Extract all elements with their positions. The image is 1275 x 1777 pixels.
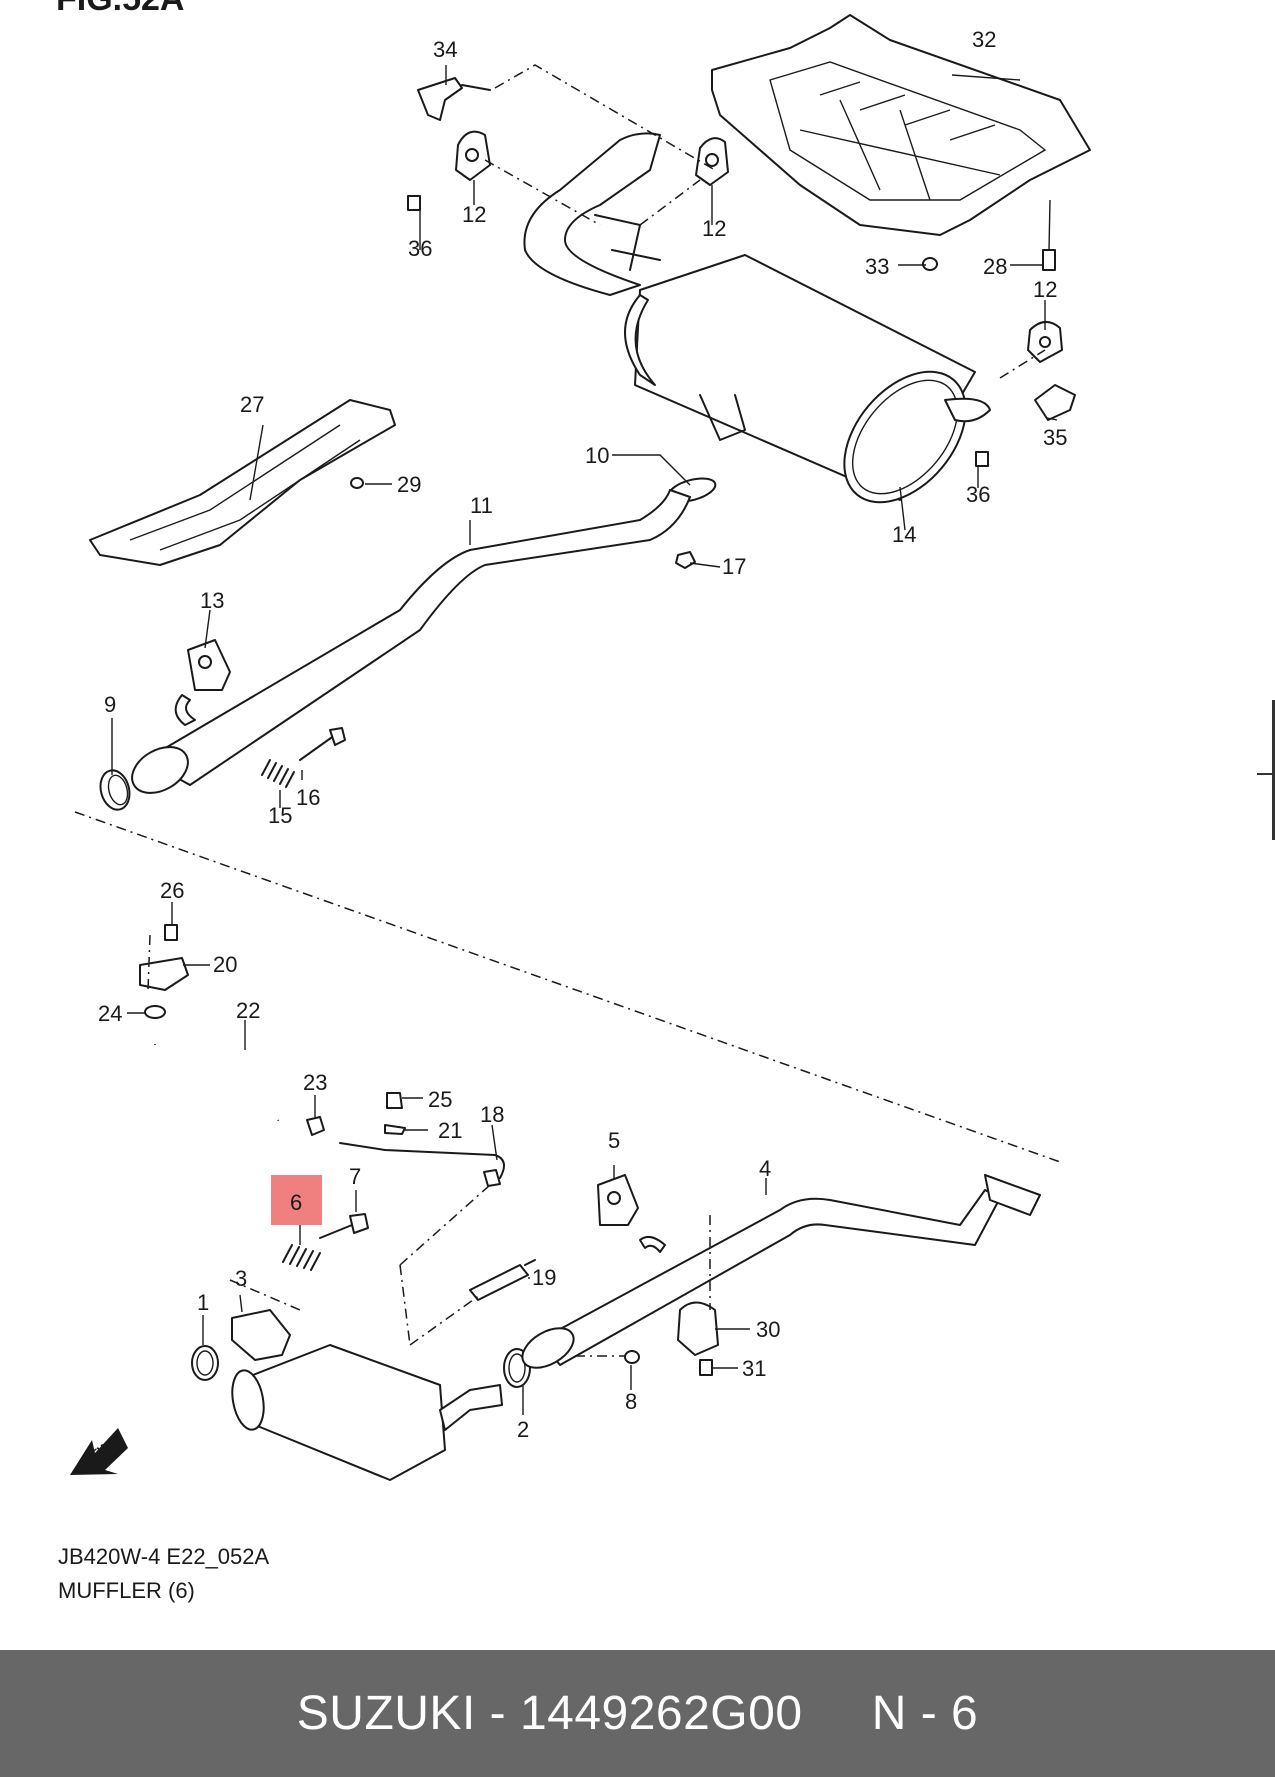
callout-29: 29: [397, 472, 421, 497]
leader-lines: [111, 65, 1058, 1415]
callout-4: 4: [759, 1156, 771, 1181]
callout-36-upper: 36: [408, 236, 432, 261]
callout-10: 10: [585, 443, 609, 468]
callout-3: 3: [235, 1266, 247, 1291]
rubber-hanger-left: [455, 130, 491, 181]
highlight-box: [271, 1175, 322, 1225]
callout-22: 22: [236, 998, 260, 1023]
bolt-31: [699, 1359, 713, 1376]
callout-5: 5: [608, 1128, 620, 1153]
callout-labels: 32 34 12 12 36 33 28 12 35 36 14 27 29 1…: [98, 27, 1067, 1442]
callout-14: 14: [892, 522, 916, 547]
heat-shield-rear: [711, 14, 1091, 236]
callout-1: 1: [197, 1290, 209, 1315]
clamp-24: [144, 1005, 166, 1019]
hanger-bracket-5: [597, 1174, 639, 1226]
hanger-30: [677, 1301, 719, 1356]
callout-28: 28: [983, 254, 1007, 279]
callout-18: 18: [480, 1102, 504, 1127]
gasket-1: [191, 1345, 219, 1381]
bolt-16: [299, 727, 346, 761]
nut-33: [922, 257, 938, 271]
edge-marker: [1272, 700, 1275, 840]
spring-6: [282, 1244, 321, 1271]
spring-15: [261, 759, 295, 788]
callout-23: 23: [303, 1070, 327, 1095]
dashed-connections: [147, 64, 1046, 1357]
bolt-28: [1042, 249, 1056, 271]
callout-15: 15: [268, 803, 292, 828]
callout-36-rear: 36: [966, 482, 990, 507]
callout-16: 16: [296, 785, 320, 810]
nut-17: [675, 551, 696, 569]
callout-12-left: 12: [462, 202, 486, 227]
callout-12-right: 12: [702, 216, 726, 241]
callout-21: 21: [438, 1118, 462, 1143]
footer-bar: SUZUKI - 1449262G00 N - 6: [0, 1650, 1275, 1777]
callout-12-rear: 12: [1033, 277, 1057, 302]
callout-26: 26: [160, 878, 184, 903]
sensor-25: [386, 1092, 403, 1109]
clip-23: [306, 1116, 325, 1136]
callout-32: 32: [972, 27, 996, 52]
callout-6: 6: [290, 1190, 302, 1215]
rubber-hanger-rear: [1027, 321, 1063, 363]
callout-24: 24: [98, 1001, 122, 1026]
bolt-36-rear: [975, 451, 989, 467]
nut-8: [624, 1350, 640, 1364]
bolt-36-upper: [407, 195, 421, 211]
catalytic-converter: [231, 1309, 503, 1481]
bracket-20: [139, 957, 189, 991]
callout-17: 17: [722, 554, 746, 579]
assembly-connector-line: [74, 811, 1064, 1164]
tube-18: [339, 1142, 505, 1187]
front-pipe-4: [521, 1174, 1041, 1369]
oxygen-sensor-19: [469, 1259, 536, 1301]
callout-31: 31: [742, 1356, 766, 1381]
bracket-35: [1034, 384, 1076, 421]
rubber-hanger-right: [695, 137, 729, 186]
main-muffler: [624, 254, 991, 504]
figure-title: FIG.52A: [56, 0, 184, 18]
bracket-34: [417, 77, 491, 121]
center-pipe-11: [131, 489, 691, 794]
hose-22: [152, 1044, 281, 1122]
callout-11: 11: [470, 493, 493, 518]
callout-9: 9: [104, 692, 116, 717]
edge-marker-tick: [1257, 773, 1275, 775]
figure-code: JB420W-4 E22_052A: [58, 1544, 270, 1569]
exploded-parts-diagram: .ln { fill: none; stroke: #1a1a1a; strok…: [56, 0, 1091, 1481]
tail-pipe-upper: [523, 132, 661, 296]
nut-29: [350, 477, 364, 489]
fitting-21: [384, 1124, 406, 1135]
callout-7: 7: [349, 1164, 361, 1189]
bolt-26: [164, 924, 178, 941]
hanger-bracket-13: [187, 639, 231, 691]
bolt-7: [319, 1213, 369, 1239]
callout-20: 20: [213, 952, 237, 977]
callout-25: 25: [428, 1087, 452, 1112]
figure-name: MUFFLER (6): [58, 1578, 195, 1603]
callout-27: 27: [240, 392, 264, 417]
callout-33: 33: [865, 254, 889, 279]
callout-35: 35: [1043, 425, 1067, 450]
gasket-9: [99, 769, 131, 811]
callout-8: 8: [625, 1389, 637, 1414]
callout-34: 34: [433, 37, 457, 62]
callout-13: 13: [200, 588, 224, 613]
callout-30: 30: [756, 1317, 780, 1342]
callout-19: 19: [532, 1265, 556, 1290]
footer-part-info: SUZUKI - 1449262G00 N - 6: [296, 1687, 979, 1740]
heat-shield-front: [89, 399, 396, 566]
forward-arrow-icon: FWD: [70, 1428, 128, 1475]
callout-2: 2: [517, 1417, 529, 1442]
